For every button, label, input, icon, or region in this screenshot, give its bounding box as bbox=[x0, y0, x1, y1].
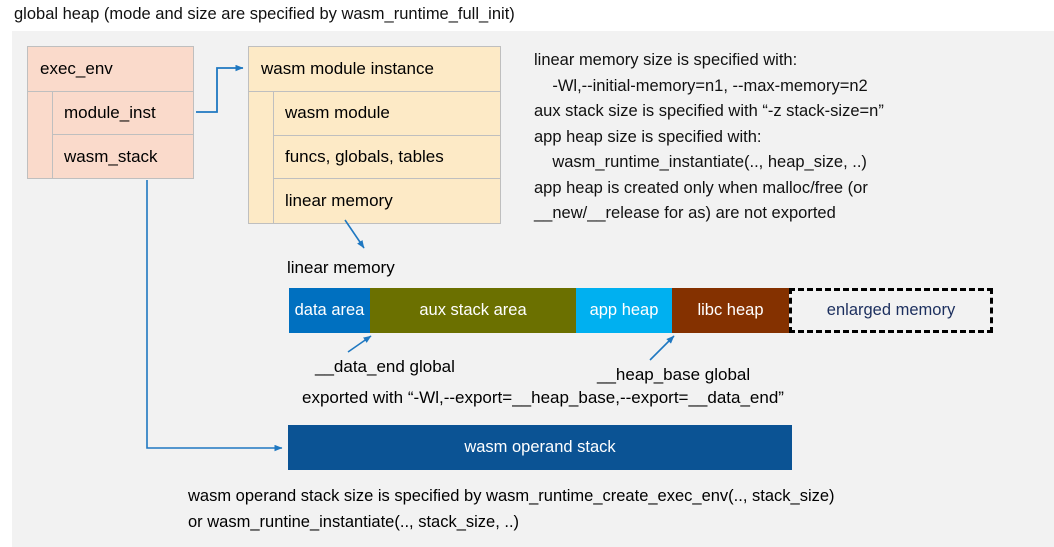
memory-config-notes: linear memory size is specified with: -W… bbox=[534, 51, 884, 222]
exec-env-box: exec_env module_inst wasm_stack bbox=[27, 46, 194, 179]
memory-segment-data-area: data area bbox=[289, 288, 370, 333]
wasm-module-instance-fields: wasm module funcs, globals, tables linea… bbox=[274, 92, 500, 223]
exec-env-body: module_inst wasm_stack bbox=[28, 92, 193, 178]
exec-env-gutter bbox=[28, 92, 53, 178]
annotation-data-end-global: __data_end global bbox=[315, 357, 455, 376]
page-title: global heap (mode and size are specified… bbox=[14, 5, 515, 23]
operand-stack-notes: wasm operand stack size is specified by … bbox=[188, 487, 835, 531]
memory-segment-libc-heap: libc heap bbox=[672, 288, 789, 333]
linear-memory-caption: linear memory bbox=[287, 258, 395, 277]
memory-segment-aux-stack-area: aux stack area bbox=[370, 288, 576, 333]
memory-segment-app-heap: app heap bbox=[576, 288, 672, 333]
annotation-exported-with: exported with “-Wl,--export=__heap_base,… bbox=[302, 388, 784, 407]
annotation-heap-base-global: __heap_base global bbox=[597, 365, 751, 384]
wasm-module-instance-header: wasm module instance bbox=[249, 47, 500, 92]
module-field-wasm-module: wasm module bbox=[274, 92, 500, 136]
module-field-linear-memory: linear memory bbox=[285, 190, 393, 210]
wasm-operand-stack-bar: wasm operand stack bbox=[288, 425, 792, 470]
linear-memory-bar: data area aux stack area app heap libc h… bbox=[289, 288, 993, 333]
wasm-module-instance-gutter bbox=[249, 92, 274, 223]
module-field-funcs-globals-tables: funcs, globals, tables bbox=[274, 136, 500, 180]
exec-env-field-wasm-stack: wasm_stack bbox=[64, 146, 158, 166]
exec-env-fields: module_inst wasm_stack bbox=[53, 92, 193, 178]
wasm-module-instance-box: wasm module instance wasm module funcs, … bbox=[248, 46, 501, 224]
exec-env-field-module-inst: module_inst bbox=[53, 92, 193, 135]
memory-segment-enlarged-memory: enlarged memory bbox=[789, 288, 993, 333]
wasm-module-instance-body: wasm module funcs, globals, tables linea… bbox=[249, 92, 500, 223]
exec-env-header: exec_env bbox=[28, 47, 193, 92]
